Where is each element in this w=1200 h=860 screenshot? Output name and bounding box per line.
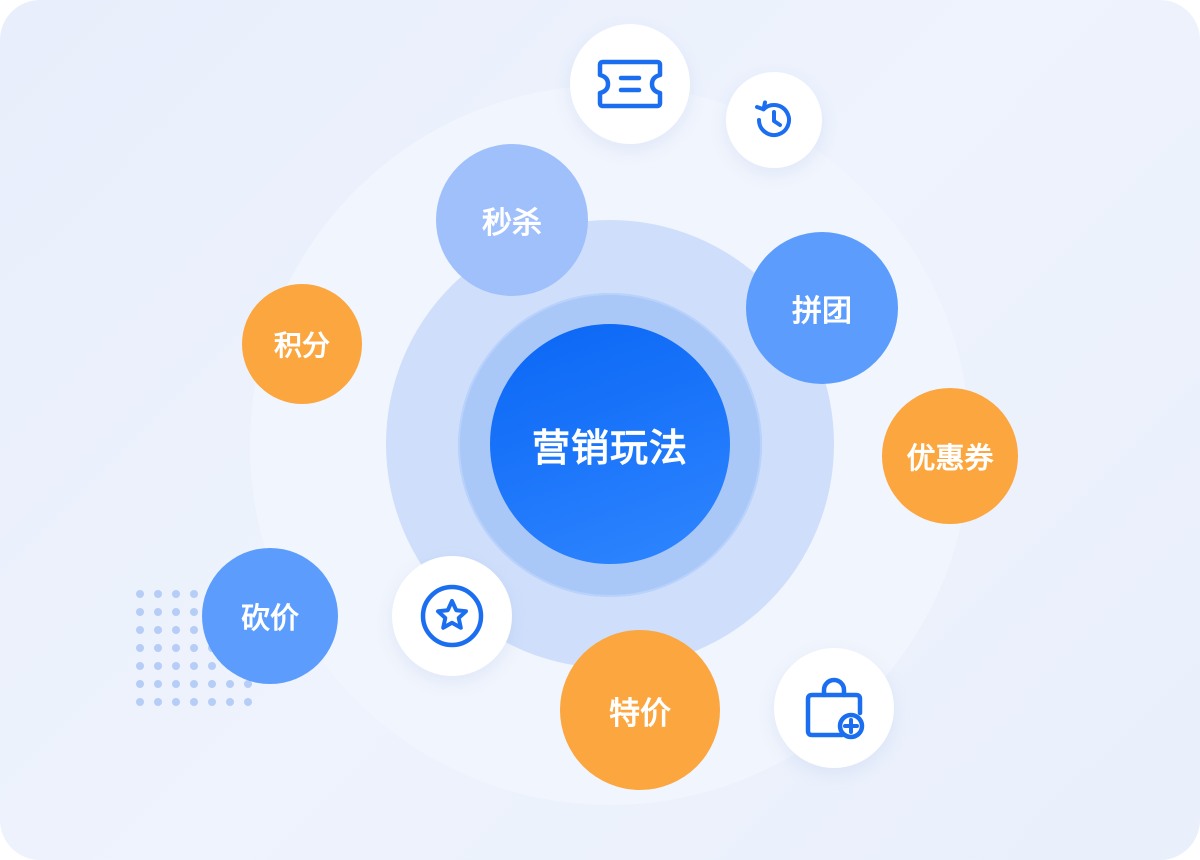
dot — [136, 662, 144, 670]
group-buy-label: 拼团 — [792, 294, 852, 329]
dot — [172, 698, 180, 706]
dot — [172, 644, 180, 652]
dot — [154, 590, 162, 598]
bargain-node[interactable]: 砍价 — [202, 548, 338, 684]
dot — [154, 698, 162, 706]
dot — [136, 680, 144, 688]
dot — [226, 680, 234, 688]
dot — [190, 644, 198, 652]
dot — [154, 680, 162, 688]
dot — [136, 698, 144, 706]
dot — [208, 698, 216, 706]
history-icon-node[interactable] — [726, 72, 822, 168]
dot — [136, 626, 144, 634]
dot — [154, 626, 162, 634]
dot — [244, 680, 252, 688]
points-node[interactable]: 积分 — [242, 284, 362, 404]
dot — [190, 626, 198, 634]
ticket-icon-node[interactable] — [570, 24, 690, 144]
dot — [172, 626, 180, 634]
history-icon — [755, 100, 791, 137]
coupon-node[interactable]: 优惠券 — [882, 388, 1018, 524]
star-icon — [420, 584, 484, 648]
dot — [190, 698, 198, 706]
coupon-label: 优惠券 — [906, 441, 994, 475]
dot — [172, 608, 180, 616]
dot — [172, 662, 180, 670]
center-label: 营销玩法 — [531, 425, 688, 470]
dot — [190, 662, 198, 670]
seckill-label: 秒杀 — [482, 206, 542, 241]
shopping-bag-plus-icon — [805, 677, 865, 740]
dot — [208, 680, 216, 688]
seckill-node[interactable]: 秒杀 — [436, 144, 588, 296]
bargain-label: 砍价 — [240, 601, 299, 635]
dot — [172, 680, 180, 688]
dot — [190, 590, 198, 598]
special-price-node[interactable]: 特价 — [560, 630, 720, 790]
dot — [208, 662, 216, 670]
dot — [172, 590, 180, 598]
dot — [136, 590, 144, 598]
dot — [190, 608, 198, 616]
dot — [136, 644, 144, 652]
group-buy-node[interactable]: 拼团 — [746, 232, 898, 384]
special-price-label: 特价 — [609, 695, 671, 732]
center-node[interactable]: 营销玩法 — [490, 324, 730, 564]
dot — [154, 644, 162, 652]
dot — [244, 698, 252, 706]
dot — [190, 680, 198, 688]
ticket-icon — [597, 59, 663, 109]
dot — [154, 662, 162, 670]
star-icon-node[interactable] — [392, 556, 512, 676]
dot — [226, 698, 234, 706]
points-label: 积分 — [273, 329, 330, 362]
dot — [154, 608, 162, 616]
dot — [136, 608, 144, 616]
shopping-bag-icon-node[interactable] — [774, 648, 894, 768]
